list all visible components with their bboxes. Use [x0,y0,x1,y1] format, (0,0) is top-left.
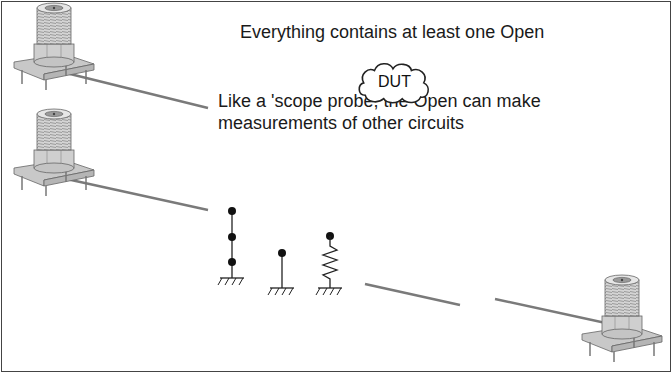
dut-cloud: DUT [356,60,433,104]
open-wire [62,178,208,210]
sma-connector [14,3,94,90]
open-wire [62,72,208,108]
open-wire [495,299,615,325]
sma-connector [582,275,662,362]
sma-connector [14,109,94,196]
note-text: Everything contains at least one Open [240,21,544,43]
resistor-symbol [316,232,342,295]
capacitor-symbol [218,207,244,285]
open-wire [365,284,460,305]
probe-symbol [268,249,294,295]
dut-label: DUT [356,60,433,91]
